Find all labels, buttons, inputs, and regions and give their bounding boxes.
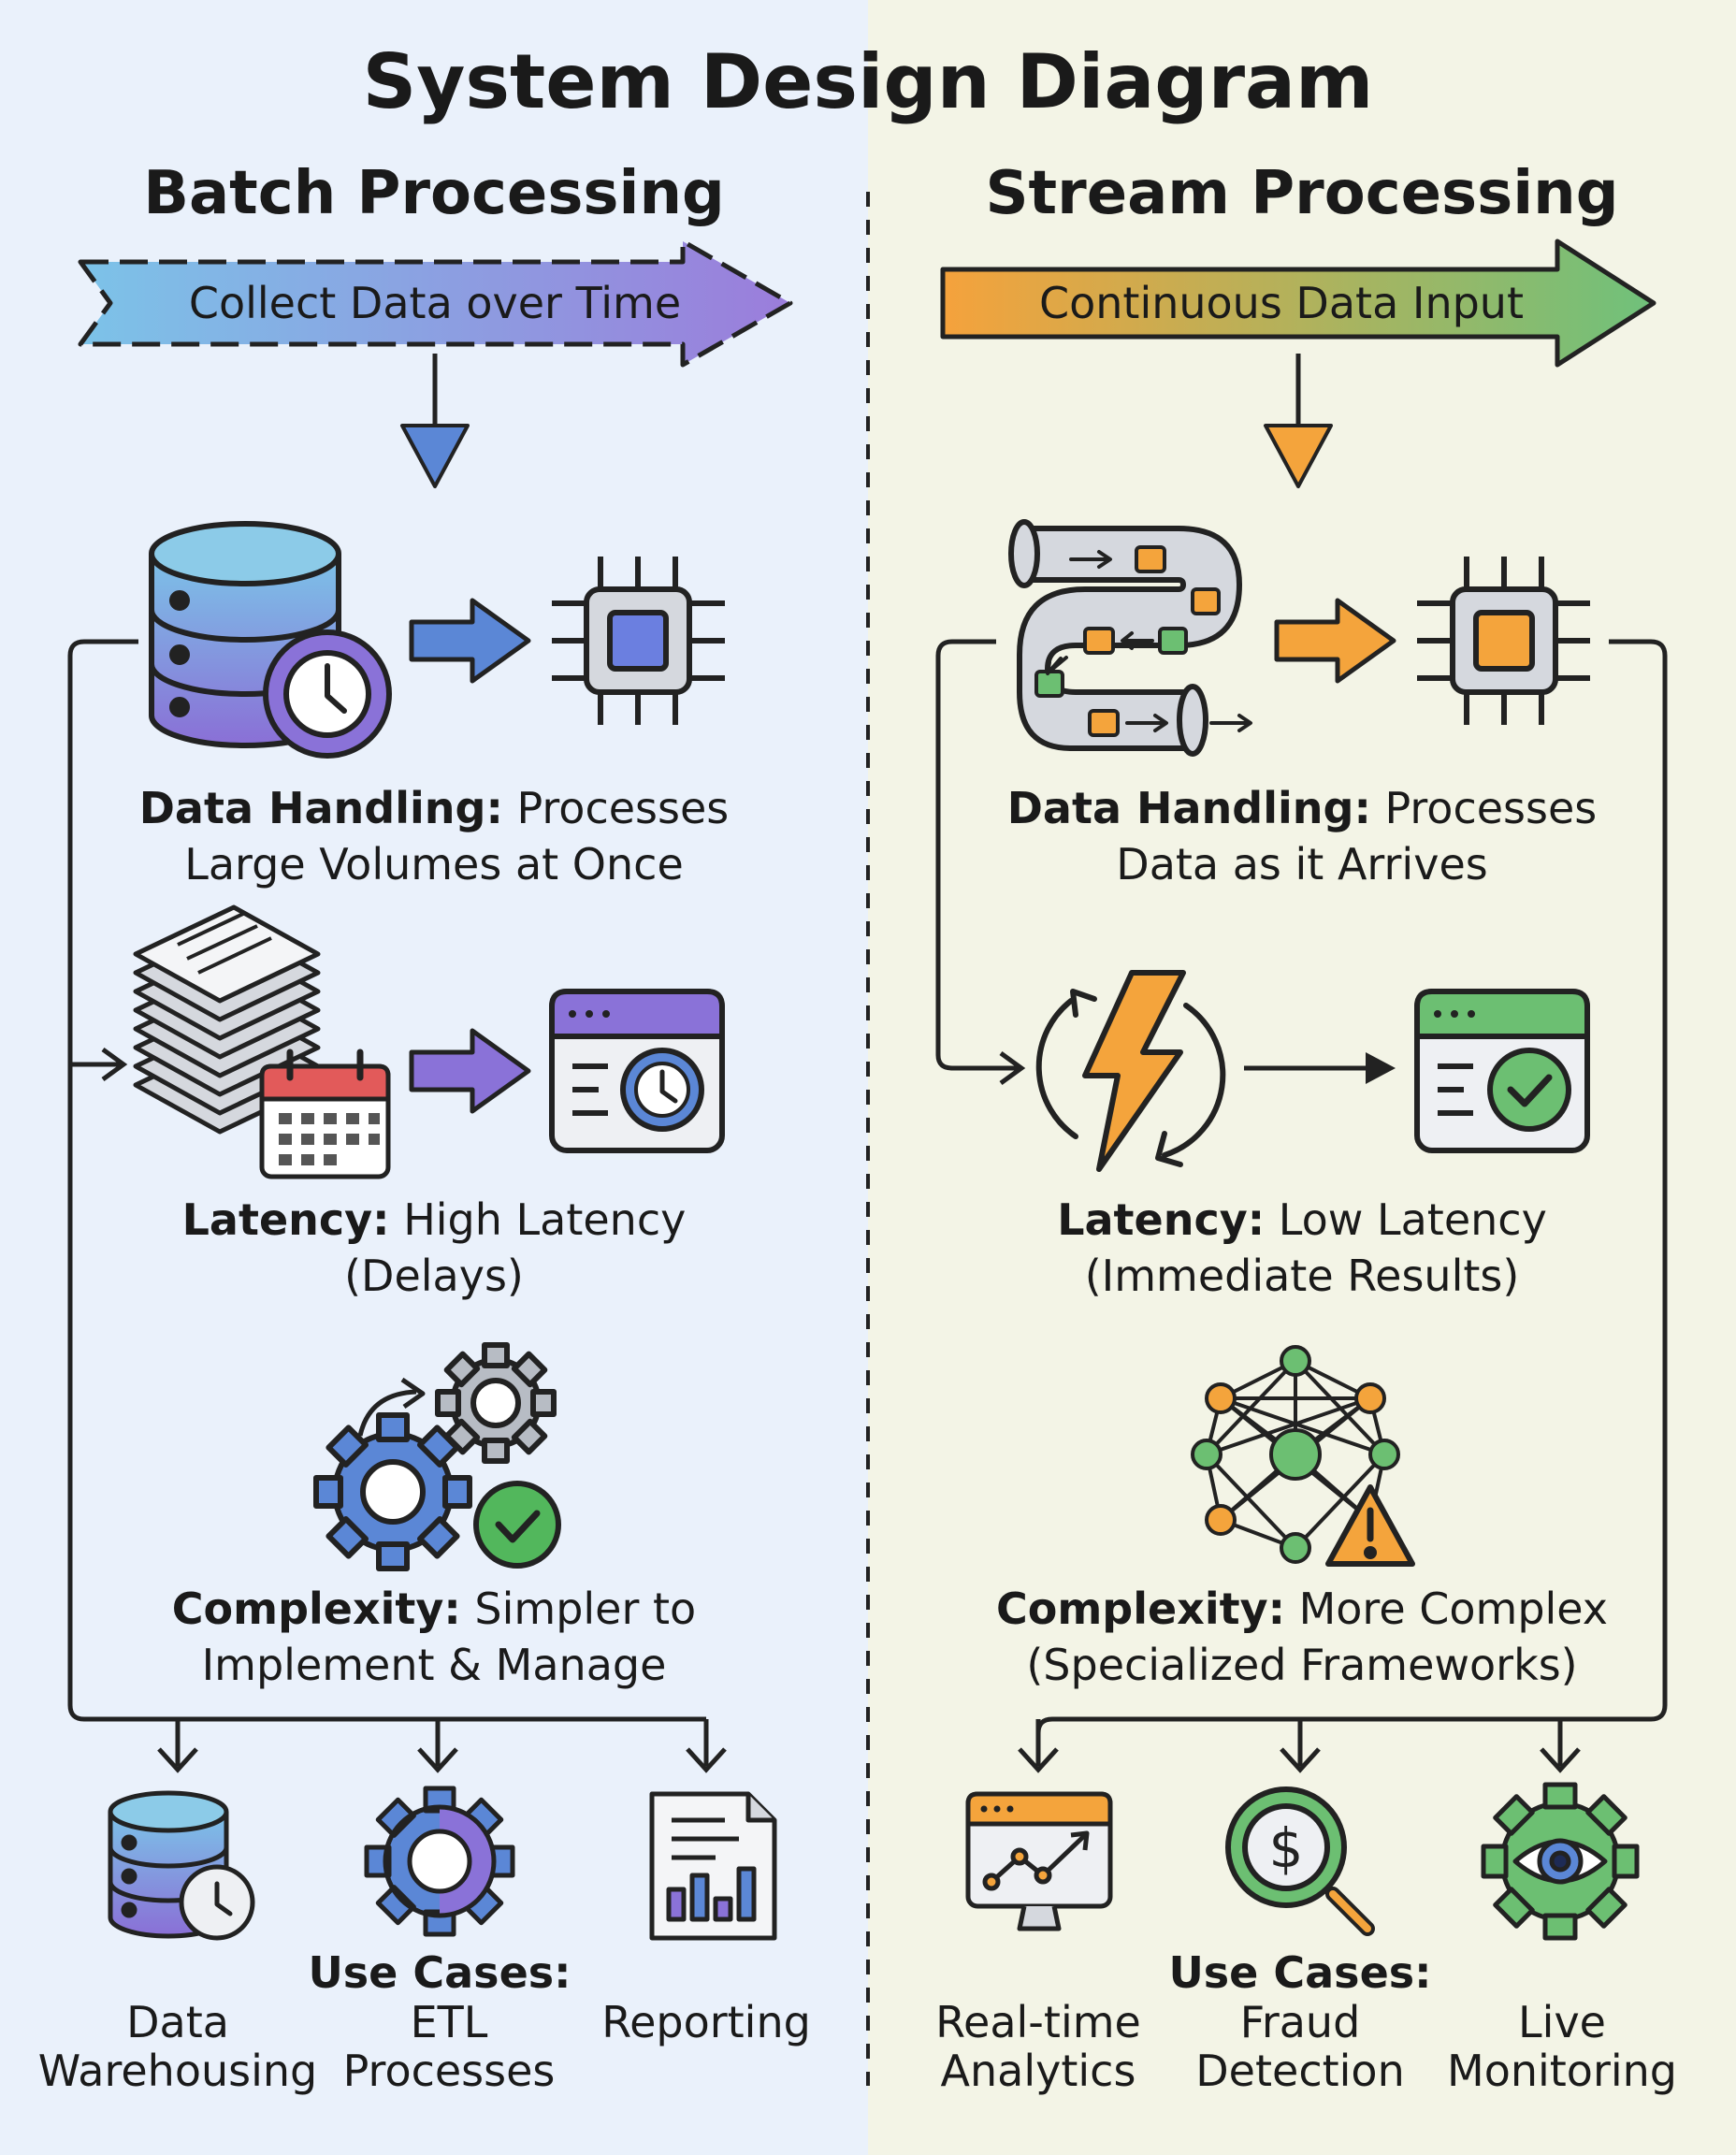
stream-data-handling: Data Handling: Processes Data as it Arri… — [1006, 783, 1598, 889]
gear-icon — [364, 1786, 515, 1937]
stream-flow-arrow-icon — [1274, 598, 1396, 684]
database-clock-icon — [149, 521, 392, 759]
stream-heading: Stream Processing — [985, 159, 1619, 228]
processor-chip-icon — [552, 557, 725, 725]
batch-data-handling: Data Handling: Processes Large Volumes a… — [138, 783, 730, 889]
stream-complexity: Complexity: More Complex (Specialized Fr… — [995, 1584, 1609, 1690]
gears-check-icon — [313, 1342, 561, 1571]
processor-chip-icon — [1417, 557, 1590, 725]
batch-use-cases-title: Use Cases: — [308, 1947, 571, 1998]
stream-use-cases-title: Use Cases: — [1168, 1947, 1432, 1998]
confirmed-window-icon — [1414, 989, 1590, 1153]
use-case-reporting: Reporting — [601, 1997, 811, 2047]
svg-text:$: $ — [1269, 1816, 1304, 1880]
use-case-arrow-icon — [157, 1719, 198, 1773]
gear-eye-icon — [1481, 1782, 1640, 1941]
batch-input-label: Collect Data over Time — [188, 278, 682, 328]
network-warning-icon — [1191, 1345, 1415, 1567]
use-case-arrow-icon — [1280, 1719, 1321, 1773]
use-case-arrow-icon — [417, 1719, 458, 1773]
database-clock-icon — [108, 1790, 255, 1941]
batch-connector-line — [67, 639, 706, 1722]
lightning-cycle-icon — [1035, 970, 1226, 1172]
batch-heading: Batch Processing — [143, 159, 725, 228]
feature-label: Complexity: — [171, 1584, 461, 1634]
feature-label: Data Handling: — [138, 783, 503, 833]
feature-label: Data Handling: — [1006, 783, 1371, 833]
use-case-arrow-icon — [1540, 1719, 1581, 1773]
use-case-arrow-icon — [686, 1719, 727, 1773]
dollar-magnifier-icon: $ — [1225, 1786, 1375, 1936]
batch-latency-arrow-icon — [409, 1028, 531, 1114]
report-chart-icon — [649, 1791, 777, 1941]
feature-label: Complexity: — [995, 1584, 1285, 1634]
batch-input-arrow-icon — [78, 239, 793, 368]
stream-input-label: Continuous Data Input — [1039, 278, 1524, 328]
page-title: System Design Diagram — [362, 38, 1374, 125]
use-case-arrow-icon — [1018, 1719, 1059, 1773]
data-pipeline-icon — [1008, 519, 1252, 757]
stream-latency: Latency: Low Latency (Immediate Results) — [1057, 1194, 1547, 1301]
stream-down-arrow-icon — [1264, 354, 1333, 488]
batch-complexity: Complexity: Simpler to Implement & Manag… — [171, 1584, 697, 1690]
feature-label: Latency: — [1057, 1194, 1266, 1245]
stream-input-arrow-icon — [940, 239, 1656, 368]
feature-label: Latency: — [181, 1194, 390, 1245]
stream-connector-line — [935, 639, 1018, 1071]
analytics-monitor-icon — [965, 1791, 1113, 1931]
scheduled-window-icon — [549, 989, 725, 1153]
batch-latency: Latency: High Latency (Delays) — [181, 1194, 687, 1301]
batch-down-arrow-icon — [400, 354, 470, 488]
batch-flow-arrow-icon — [409, 598, 531, 684]
document-stack-calendar-icon — [133, 904, 391, 1179]
